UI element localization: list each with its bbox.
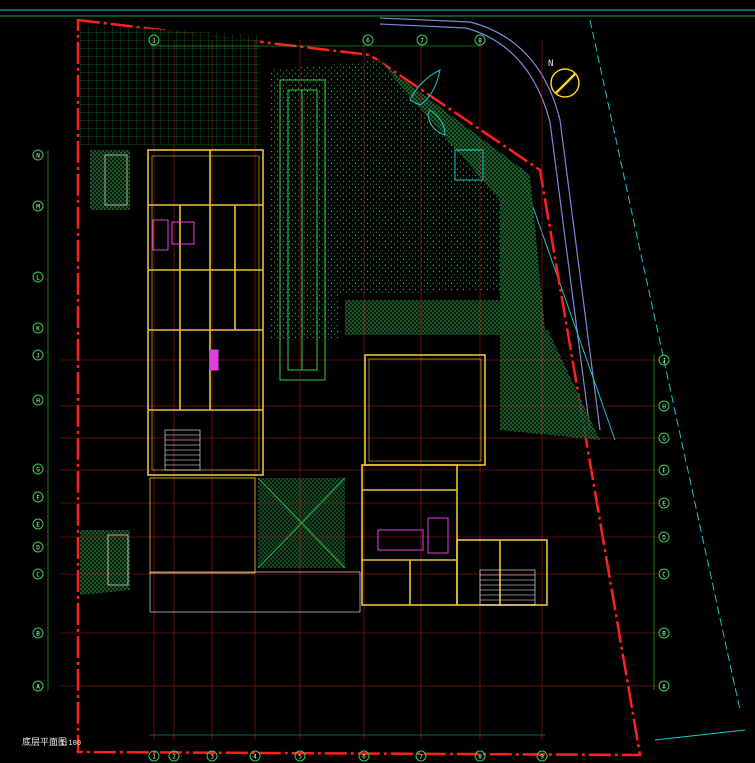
axis-bubble-bottom-9: 9: [536, 750, 548, 762]
svg-text:J: J: [36, 353, 40, 360]
drawing-scale: 1:100: [60, 739, 81, 747]
svg-text:8: 8: [478, 754, 482, 761]
stairs: [104, 154, 536, 606]
svg-text:C: C: [662, 572, 666, 579]
svg-text:9: 9: [540, 754, 544, 761]
north-arrow: N: [548, 59, 580, 98]
landscape-sculpture: [409, 69, 446, 136]
axis-bubble-left-k-3: K: [32, 322, 44, 334]
svg-text:J: J: [662, 358, 666, 365]
water-channel: [279, 79, 484, 381]
site-boundary: [76, 18, 642, 757]
axis-bubble-left-m-1: M: [32, 200, 44, 212]
axis-bubble-bottom-8: 8: [474, 750, 486, 762]
svg-text:1: 1: [152, 754, 156, 761]
axis-bubble-left-d-9: D: [32, 541, 44, 553]
axis-bubble-left-h-5: H: [32, 394, 44, 406]
axis-bubble-right-a: A: [658, 680, 670, 692]
axis-bubble-bottom-7: 7: [415, 750, 427, 762]
axis-bubble-left-l-2: L: [32, 271, 44, 283]
axis-bubble-bottom-5: 5: [294, 750, 306, 762]
axis-bubble-left-e-8: E: [32, 518, 44, 530]
svg-text:6: 6: [362, 754, 366, 761]
axis-bubble-bottom-4: 4: [249, 750, 261, 762]
axis-bubble-right-g: G: [658, 432, 670, 444]
title-frame-lines: [0, 9, 755, 17]
axis-bubble-bottom-1: 1: [148, 750, 160, 762]
svg-text:F: F: [662, 468, 666, 475]
svg-text:5: 5: [298, 754, 302, 761]
svg-text:H: H: [662, 404, 666, 411]
axis-bubble-bottom-3: 3: [206, 750, 218, 762]
road-curves: [379, 17, 601, 431]
svg-text:2: 2: [172, 754, 176, 761]
axis-bubble-right-h: H: [658, 400, 670, 412]
axis-bubble-bottom-2: 2: [168, 750, 180, 762]
svg-text:E: E: [662, 501, 666, 508]
svg-text:A: A: [662, 684, 666, 691]
axis-bubble-right-c: C: [658, 568, 670, 580]
axis-bubble-right-f: F: [658, 464, 670, 476]
axis-bubble-top-6: 6: [362, 34, 374, 46]
svg-text:G: G: [36, 467, 40, 474]
svg-text:7: 7: [419, 754, 423, 761]
axis-bubble-left-j-4: J: [32, 349, 44, 361]
axis-bubble-top-8: 8: [474, 34, 486, 46]
svg-text:8: 8: [478, 38, 482, 45]
svg-text:K: K: [36, 326, 40, 333]
svg-text:L: L: [36, 275, 40, 282]
svg-text:7: 7: [420, 38, 424, 45]
svg-text:G: G: [662, 436, 666, 443]
axis-bubble-right-j: J: [658, 354, 670, 366]
axis-bubble-top-1: 1: [148, 34, 160, 46]
svg-text:M: M: [36, 204, 40, 211]
svg-text:N: N: [36, 153, 40, 160]
axis-bubble-left-a-12: A: [32, 680, 44, 692]
svg-text:4: 4: [253, 754, 257, 761]
drawing-title: 底层平面图: [22, 736, 67, 748]
axis-lines: [60, 40, 660, 740]
axis-bubble-right-e: E: [658, 497, 670, 509]
svg-text:B: B: [662, 631, 666, 638]
axis-bubble-left-b-11: B: [32, 627, 44, 639]
svg-text:D: D: [36, 545, 40, 552]
axis-bubble-right-b: B: [658, 627, 670, 639]
axis-bubble-left-c-10: C: [32, 568, 44, 580]
svg-text:E: E: [36, 522, 40, 529]
axis-bubble-right-d: D: [658, 531, 670, 543]
axis-bubble-top-7: 7: [416, 34, 428, 46]
plumbing-fixtures: [152, 219, 449, 554]
svg-text:A: A: [36, 684, 40, 691]
grid-bubbles: J H G F E D C B A N M L K J H G F E D C B A 1 2 3 4 5 6 7 8 9 1 6 7 8: [32, 34, 670, 762]
svg-text:1: 1: [152, 38, 156, 45]
axis-bubble-left-g-6: G: [32, 463, 44, 475]
svg-text:C: C: [36, 572, 40, 579]
svg-text:6: 6: [366, 38, 370, 45]
landscape-areas: [80, 25, 600, 595]
svg-text:D: D: [662, 535, 666, 542]
axis-bubble-left-n-0: N: [32, 149, 44, 161]
axis-bubble-bottom-6: 6: [358, 750, 370, 762]
svg-text:H: H: [36, 398, 40, 405]
svg-text:F: F: [36, 495, 40, 502]
north-label: N: [548, 59, 553, 69]
axis-bubble-left-f-7: F: [32, 491, 44, 503]
svg-text:3: 3: [210, 754, 214, 761]
svg-text:B: B: [36, 631, 40, 638]
